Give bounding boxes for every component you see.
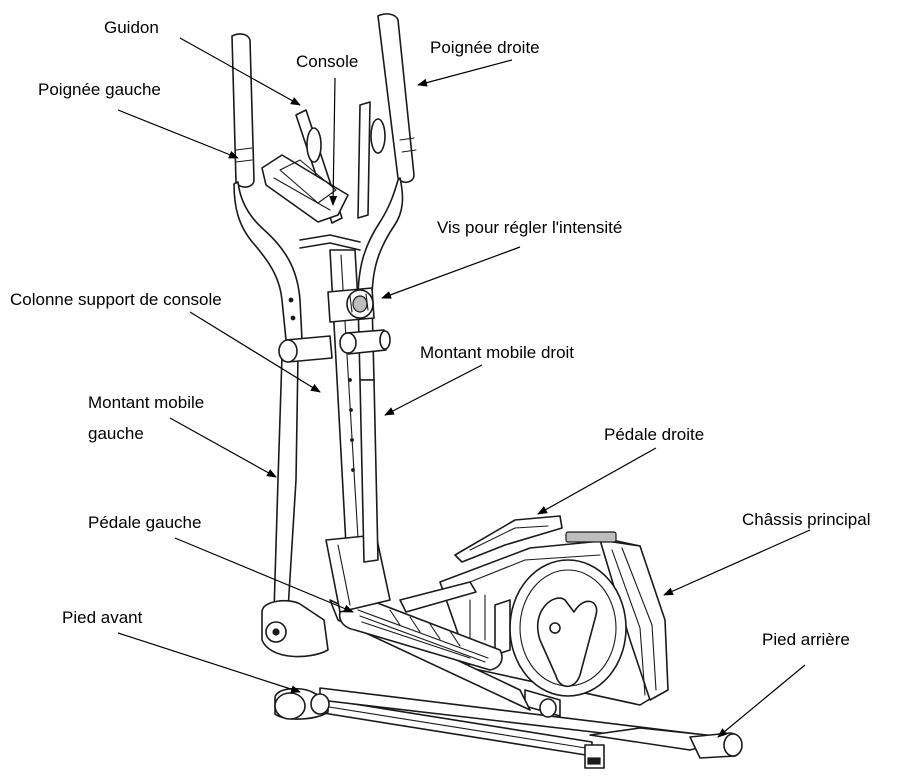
arrow-poignee-droite: [417, 59, 513, 87]
rear-foot: [689, 732, 743, 759]
right-moving-arm: [327, 13, 417, 563]
leader-arrows: [117, 37, 811, 738]
label-pedale-droite: Pédale droite: [604, 425, 705, 444]
label-vis-intensite: Vis pour régler l'intensité: [437, 218, 623, 237]
arrow-montant-droit: [384, 364, 483, 416]
arrow-chassis: [663, 529, 811, 596]
label-colonne-support: Colonne support de console: [10, 290, 222, 309]
arrow-pedale-droite: [537, 447, 657, 515]
arrow-pedale-gauche: [174, 537, 354, 613]
left-pedal: [338, 599, 503, 671]
left-moving-arm: [231, 33, 329, 658]
arrow-montant-gauche: [169, 417, 277, 478]
label-poignee-gauche: Poignée gauche: [38, 80, 161, 99]
label-montant-mobile-gauche-line1: Montant mobile: [88, 393, 205, 412]
flywheel: [509, 559, 627, 718]
label-console: Console: [296, 52, 359, 71]
arrow-colonne-support: [189, 311, 321, 393]
arrow-vis-intensite: [381, 246, 521, 299]
arrow-console: [329, 77, 338, 206]
arrow-guidon: [179, 37, 301, 106]
arrow-pied-avant: [117, 632, 301, 694]
label-pedale-gauche: Pédale gauche: [88, 513, 202, 532]
label-chassis-principal: Châssis principal: [742, 510, 871, 529]
label-pied-arriere: Pied arrière: [762, 630, 850, 649]
label-guidon: Guidon: [104, 18, 159, 37]
label-pied-avant: Pied avant: [62, 608, 143, 627]
label-montant-mobile-droit: Montant mobile droit: [420, 343, 575, 362]
arrow-poignee-gauche: [117, 109, 239, 159]
arrow-pied-arriere: [717, 664, 806, 738]
console-unit: [261, 154, 349, 223]
label-poignee-droite: Poignée droite: [430, 38, 540, 57]
label-montant-mobile-gauche-line2: gauche: [88, 424, 144, 443]
front-foot: [274, 687, 330, 720]
pivot-bars: [278, 329, 391, 363]
